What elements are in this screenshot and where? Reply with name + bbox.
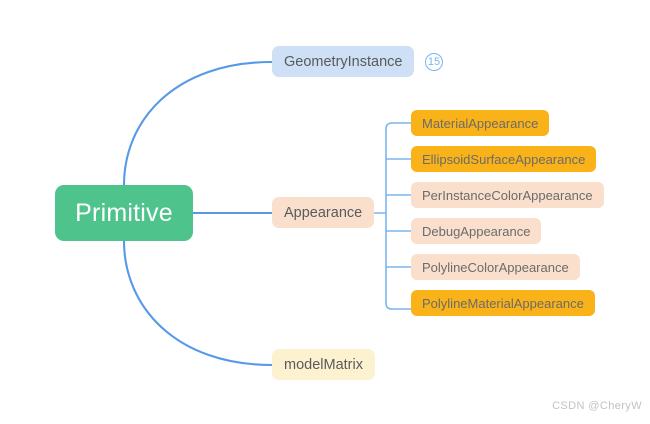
- geometryinstance-count-badge: 15: [425, 53, 443, 71]
- node-perinstancecolorappearance[interactable]: PerInstanceColorAppearance: [411, 182, 604, 208]
- edge-appearance-to-child-5: [385, 302, 412, 310]
- node-ellipsoidsurfaceappearance-label: EllipsoidSurfaceAppearance: [422, 151, 586, 167]
- node-debugappearance[interactable]: DebugAppearance: [411, 218, 542, 244]
- node-appearance-label: Appearance: [284, 204, 363, 221]
- node-polylinematerialappearance-label: PolylineMaterialAppearance: [422, 295, 584, 311]
- node-polylinecolorappearance-label: PolylineColorAppearance: [422, 259, 569, 275]
- node-materialappearance-label: MaterialAppearance: [422, 115, 539, 131]
- node-root-primitive[interactable]: Primitive: [55, 185, 193, 241]
- node-materialappearance[interactable]: MaterialAppearance: [411, 110, 550, 136]
- node-polylinematerialappearance[interactable]: PolylineMaterialAppearance: [411, 290, 595, 316]
- node-perinstancecolorappearance-label: PerInstanceColorAppearance: [422, 187, 593, 203]
- edge-appearance-to-child-0: [385, 122, 412, 130]
- node-modelmatrix-label: modelMatrix: [284, 356, 363, 373]
- node-appearance[interactable]: Appearance: [272, 197, 375, 228]
- edge-root-to-geometryinstance: [122, 60, 274, 187]
- node-ellipsoidsurfaceappearance[interactable]: EllipsoidSurfaceAppearance: [411, 146, 597, 172]
- node-geometryinstance[interactable]: GeometryInstance: [272, 46, 415, 77]
- node-debugappearance-label: DebugAppearance: [422, 223, 531, 239]
- node-polylinecolorappearance[interactable]: PolylineColorAppearance: [411, 254, 580, 280]
- node-root-label: Primitive: [75, 198, 173, 227]
- edge-root-to-modelmatrix: [122, 239, 274, 367]
- node-geometryinstance-label: GeometryInstance: [284, 53, 403, 70]
- watermark: CSDN @CheryW: [552, 400, 642, 412]
- node-modelmatrix[interactable]: modelMatrix: [272, 349, 375, 380]
